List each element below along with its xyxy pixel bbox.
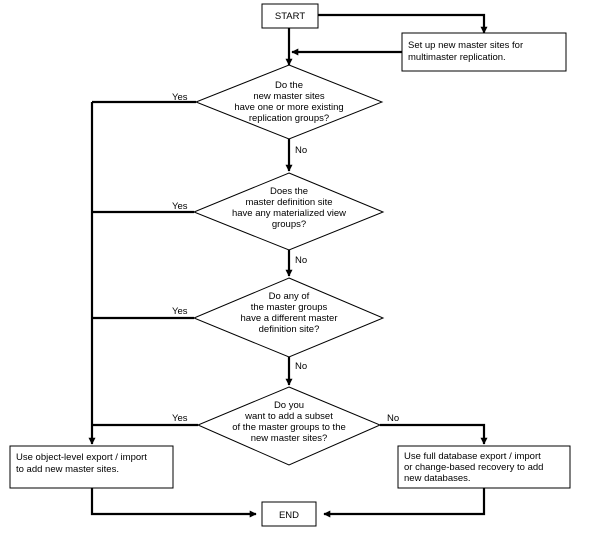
start-label: START [275,11,305,22]
object-level-to-end-arrow [90,488,257,518]
decision-2: Does the master definition site have any… [172,172,385,266]
end-label: END [279,510,299,521]
decision-4-line-2: want to add a subset [244,411,333,422]
object-level-line-1: Use object-level export / import [16,452,147,463]
object-level-process-box: Use object-level export / import to add … [9,445,174,489]
decision-4-line-3: of the master groups to the [232,422,346,433]
decision-4-no-label: No [387,413,399,424]
decision-2-no-label: No [295,255,307,266]
end-terminal: END [261,501,317,527]
decision-3-line-2: the master groups [251,302,328,313]
full-db-line-1: Use full database export / import [404,451,541,462]
decision4-no-arrow [380,423,488,445]
decision-1-line-4: replication groups? [249,113,329,124]
start-terminal: START [261,3,319,29]
decision-3-line-1: Do any of [269,291,310,302]
decision-2-line-2: master definition site [245,197,332,208]
start-to-setup-arrow [318,13,488,34]
setup-line-1: Set up new master sites for [408,40,523,51]
connectors [88,13,488,518]
decision-4-line-4: new master sites? [251,433,328,444]
decision-2-line-4: groups? [272,219,306,230]
decision-2-line-3: have any materialized view [232,208,346,219]
decision-3-yes-label: Yes [172,306,188,317]
setup-process-box: Set up new master sites for multimaster … [401,32,567,72]
decision-4-line-1: Do you [274,400,304,411]
decision-3-no-label: No [295,361,307,372]
decision-2-line-1: Does the [270,186,308,197]
decision-3-line-4: definition site? [259,324,320,335]
setup-line-2: multimaster replication. [408,52,506,63]
decision-1: Do the new master sites have one or more… [172,64,384,156]
decision-1-yes-label: Yes [172,92,188,103]
full-db-line-2: or change-based recovery to add [404,462,543,473]
full-db-line-3: new databases. [404,473,471,484]
decision-1-line-3: have one or more existing [234,102,343,113]
full-db-process-box: Use full database export / import or cha… [397,445,571,489]
decision-3: Do any of the master groups have a diffe… [172,277,385,372]
decision-2-yes-label: Yes [172,201,188,212]
decision-1-line-1: Do the [275,80,303,91]
decision-4: Do you want to add a subset of the maste… [172,386,399,466]
full-db-to-end-arrow [323,488,486,518]
decision-1-line-2: new master sites [253,91,325,102]
decision-3-line-3: have a different master [241,313,338,324]
decision-1-no-label: No [295,145,307,156]
object-level-line-2: to add new master sites. [16,464,119,475]
decision-4-yes-label: Yes [172,413,188,424]
